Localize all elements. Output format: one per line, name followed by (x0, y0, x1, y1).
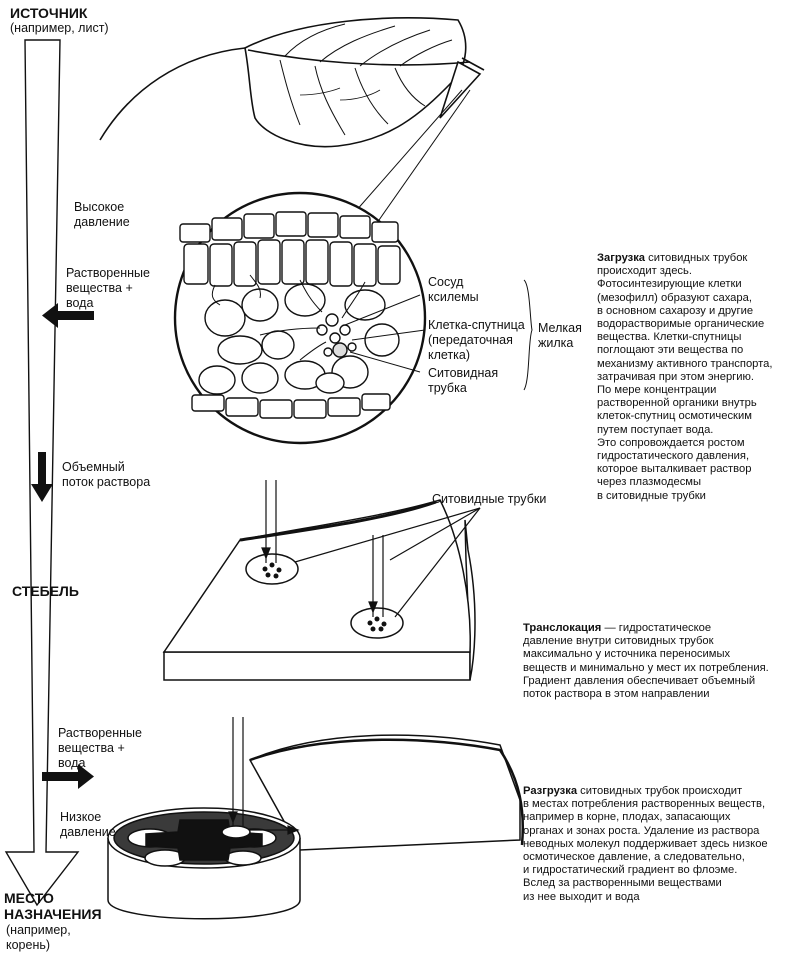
translocation-line: Градиент давления обеспечивает объемный (523, 674, 756, 687)
solutes-in-line: Растворенные (66, 266, 150, 280)
companion-label-line: клетка) (428, 348, 471, 362)
solutes-out-line: вещества + (58, 741, 125, 755)
unloading-line: осмотическое давление, а следовательно, (523, 851, 745, 864)
unloading-line: неводных молекул поддерживает здесь низк… (523, 837, 768, 850)
unloading-line: и гидростатический градиент во флоэме. (523, 864, 738, 877)
companion-cell-label: Клетка-спутница (передаточная клетка) (428, 318, 525, 363)
sieve-tube-label-line: Ситовидная (428, 366, 499, 380)
low-pressure-line: давление (60, 825, 116, 839)
companion-label-line: Клетка-спутница (428, 318, 525, 332)
loading-line: через плазмодесмы (597, 476, 702, 489)
translocation-description: Транслокация — гидростатическое давление… (523, 622, 769, 701)
unloading-flow (228, 717, 300, 835)
low-pressure-label: Низкое давление (60, 810, 116, 840)
minor-vein-label: Мелкая жилка (538, 321, 582, 351)
solutes-out-label: Растворенные вещества + вода (58, 726, 142, 771)
unloading-line: ситовидных трубок происходит (577, 785, 743, 797)
sieve-tube-label: Ситовидная трубка (428, 366, 498, 396)
loading-line: путем поступает вода. (597, 423, 714, 436)
loading-line: поглощают эти вещества по (597, 344, 744, 357)
xylem-label-line: Сосуд (428, 275, 464, 289)
sink-title: МЕСТО НАЗНАЧЕНИЯ (4, 890, 102, 922)
sieve-tube-label-line: трубка (428, 381, 467, 395)
unloading-lead: Разгрузка (523, 785, 578, 797)
inflow-arrow (42, 303, 94, 328)
translocation-line: веществ и минимально у мест их потреблен… (523, 661, 769, 674)
loading-line: Это сопровождается ростом (597, 436, 745, 449)
sink-subtitle: (например, корень) (6, 923, 71, 953)
loading-line: которое выталкивает раствор (597, 463, 752, 476)
solutes-out-line: вода (58, 756, 86, 770)
sieve-tube-pores (262, 562, 387, 632)
loading-line: механизму активного транспорта, (597, 357, 773, 370)
high-pressure-label: Высокое давление (74, 200, 130, 230)
sink-subtitle-line: корень) (6, 938, 51, 952)
xylem-label: Сосуд ксилемы (428, 275, 479, 305)
leaf-illustration (99, 17, 485, 148)
source-title: ИСТОЧНИК (10, 5, 88, 21)
loading-line: затрачивая при этом энергию. (597, 370, 754, 383)
stem-sieve-tubes-label: Ситовидные трубки (432, 492, 547, 506)
loading-line: Фотосинтезирующие клетки (597, 278, 742, 291)
loading-line: (мезофилл) образуют сахара, (597, 291, 752, 304)
outflow-arrow (42, 764, 94, 789)
bulk-flow-line: Объемный (62, 460, 125, 474)
connector-lines (354, 89, 471, 231)
unloading-line: например в корне, плодах, запасающих (523, 811, 731, 824)
translocation-line: — гидростатическое (601, 622, 712, 634)
loading-line: гидростатического давления, (597, 450, 750, 463)
low-pressure-line: Низкое (60, 810, 102, 824)
unloading-line: органах и зонах роста. Удаление из раств… (523, 824, 760, 837)
stem-section (162, 499, 476, 681)
sink-subtitle-line: (например, (6, 923, 71, 937)
loading-line: вещества. Клетки-спутницы (597, 331, 742, 344)
bulk-flow-line: поток раствора (62, 475, 151, 489)
minor-vein-label-line: Мелкая (538, 321, 582, 335)
high-pressure-line: давление (74, 215, 130, 229)
xylem-label-line: ксилемы (428, 290, 479, 304)
translocation-line: поток раствора в этом направлении (523, 688, 710, 701)
loading-description: Загрузка ситовидных трубок происходит зд… (597, 252, 772, 503)
loading-line: в ситовидные трубки (597, 489, 706, 502)
minor-vein-label-line: жилка (538, 336, 574, 350)
label-pointers (344, 279, 533, 391)
loading-line: в основном сахарозу и другие (597, 304, 754, 317)
loading-line: ситовидных трубок (645, 252, 748, 264)
solutes-out-line: Растворенные (58, 726, 142, 740)
sink-title-line: НАЗНАЧЕНИЯ (4, 906, 102, 922)
loading-line: По мере концентрации (597, 384, 717, 397)
sieve-tube-flow (261, 480, 481, 618)
leaf-cross-section (173, 191, 427, 445)
solutes-in-line: вещества + (66, 281, 133, 295)
high-pressure-line: Высокое (74, 200, 125, 214)
loading-arrows (211, 274, 366, 361)
loading-line: клеток-спутниц осмотическим (597, 410, 752, 423)
solutes-in-line: вода (66, 296, 94, 310)
translocation-lead: Транслокация (523, 622, 602, 634)
source-subtitle: (например, лист) (10, 21, 109, 35)
bulk-flow-arrow (31, 452, 53, 502)
unloading-description: Разгрузка ситовидных трубок происходит в… (523, 785, 768, 904)
loading-line: происходит здесь. (597, 265, 692, 278)
stem-label: СТЕБЕЛЬ (12, 583, 79, 599)
sink-title-line: МЕСТО (4, 890, 54, 906)
root-section (107, 734, 525, 920)
loading-lead: Загрузка (597, 252, 646, 264)
translocation-line: максимально у источника переносимых (523, 648, 731, 661)
companion-label-line: (передаточная (428, 333, 513, 347)
solutes-in-label: Растворенные вещества + вода (66, 266, 150, 311)
unloading-line: в местах потребления растворенных вещест… (523, 798, 766, 811)
loading-line: растворенной органики внутрь (597, 397, 757, 410)
unloading-line: Вслед за растворенными веществами (523, 877, 722, 890)
bulk-flow-label: Объемный поток раствора (62, 460, 150, 490)
loading-line: водорастворимые органические (597, 318, 765, 331)
unloading-line: из нее выходит и вода (523, 890, 640, 903)
translocation-line: давление внутри ситовидных трубок (523, 635, 714, 648)
